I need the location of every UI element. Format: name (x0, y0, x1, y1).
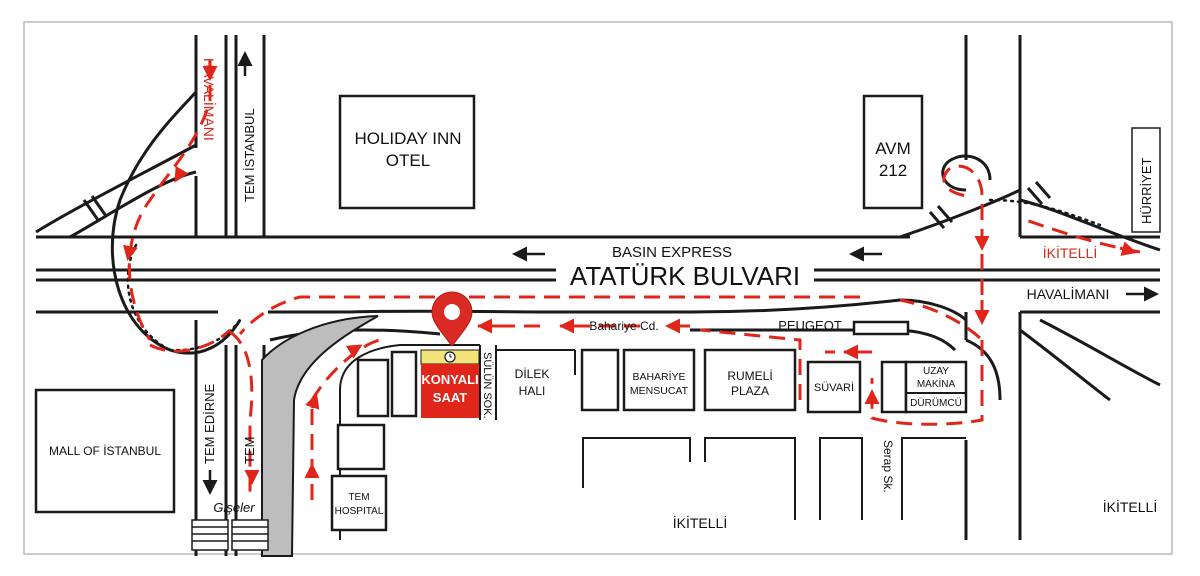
sulun-sok-label: SÜLÜN SOK. (481, 352, 493, 419)
bahariye-mensucat-building (622, 348, 696, 412)
ikitelli-bottom-label: İKİTELLİ (673, 514, 727, 531)
small-block (356, 358, 390, 418)
havalimani-left-label: HAVALİMANI (201, 58, 218, 141)
tem-edirne-label: TEM EDİRNE (202, 384, 217, 465)
destination-label-2: SAAT (433, 390, 467, 405)
tem-label: TEM (242, 437, 257, 464)
holiday-inn-label-2: OTEL (386, 151, 430, 170)
bahariye-label: BAHARİYE (632, 370, 685, 383)
durumcu-label: DÜRÜMCÜ (910, 397, 962, 409)
tem-hospital-label-2: HOSPITAL (335, 506, 384, 517)
dilek-label-2: HALI (519, 384, 546, 398)
basin-express-label: BASIN EXPRESS (612, 244, 732, 261)
ikitelli-bottom-right-label: İKİTELLİ (1103, 498, 1157, 515)
hurriyet-sign-box (1131, 127, 1161, 233)
plaza-label: PLAZA (731, 384, 769, 398)
small-block (580, 348, 620, 412)
boulevard-label-bg (556, 262, 814, 288)
map-pin-icon[interactable] (431, 291, 473, 347)
holiday-inn-label: HOLIDAY INN (354, 129, 461, 148)
uzay-label: UZAY (923, 366, 949, 377)
hurriyet-label: HÜRRİYET (1139, 157, 1154, 224)
ataturk-bulvari-label: ATATÜRK BULVARI (570, 261, 800, 291)
mall-label: MALL OF İSTANBUL (49, 444, 161, 458)
traffic-arrows (202, 51, 1159, 495)
havalimani-right-label: HAVALİMANI (1027, 285, 1110, 302)
bridge-hatch-marks (82, 181, 1052, 229)
dilek-label: DİLEK (515, 367, 550, 381)
giseler-label: Gişeler (213, 500, 255, 515)
tem-istanbul-label: TEM İSTANBUL (242, 108, 257, 202)
peugeot-building (852, 320, 910, 336)
peugeot-label: PEUGEOT (778, 318, 842, 333)
destination-konyali-saat: KONYALI SAAT (420, 291, 480, 418)
small-block (390, 350, 418, 418)
route-path (122, 60, 1141, 500)
avm-label: AVM (875, 139, 911, 158)
suvari-label: SÜVARİ (814, 381, 854, 394)
suvari-building (806, 360, 862, 414)
destination-label-1: KONYALI (421, 372, 478, 387)
mall-of-istanbul-building (34, 388, 176, 514)
ikitelli-right-label: İKİTELLİ (1043, 244, 1097, 261)
gray-highway-area (261, 315, 379, 557)
bahariye-cd-label: Bahariye Cd. (589, 319, 658, 333)
destination-box (421, 364, 479, 418)
tem-hospital-building (330, 474, 388, 532)
toll-booths (191, 519, 269, 551)
holiday-inn-building (338, 94, 476, 210)
avm-label-2: 212 (879, 161, 907, 180)
uzay-makina-building (904, 360, 968, 414)
clock-icon (444, 351, 456, 363)
mensucat-label: MENSUCAT (630, 385, 689, 397)
avm-212-building (862, 94, 924, 210)
rumeli-plaza-building (703, 348, 797, 412)
makina-label: MAKİNA (917, 377, 956, 390)
serap-sk-label: Serap Sk. (881, 440, 895, 493)
tem-hospital-label: TEM (348, 492, 369, 503)
rumeli-label: RUMELİ (727, 369, 772, 383)
small-block (336, 423, 386, 471)
small-block (880, 360, 908, 414)
